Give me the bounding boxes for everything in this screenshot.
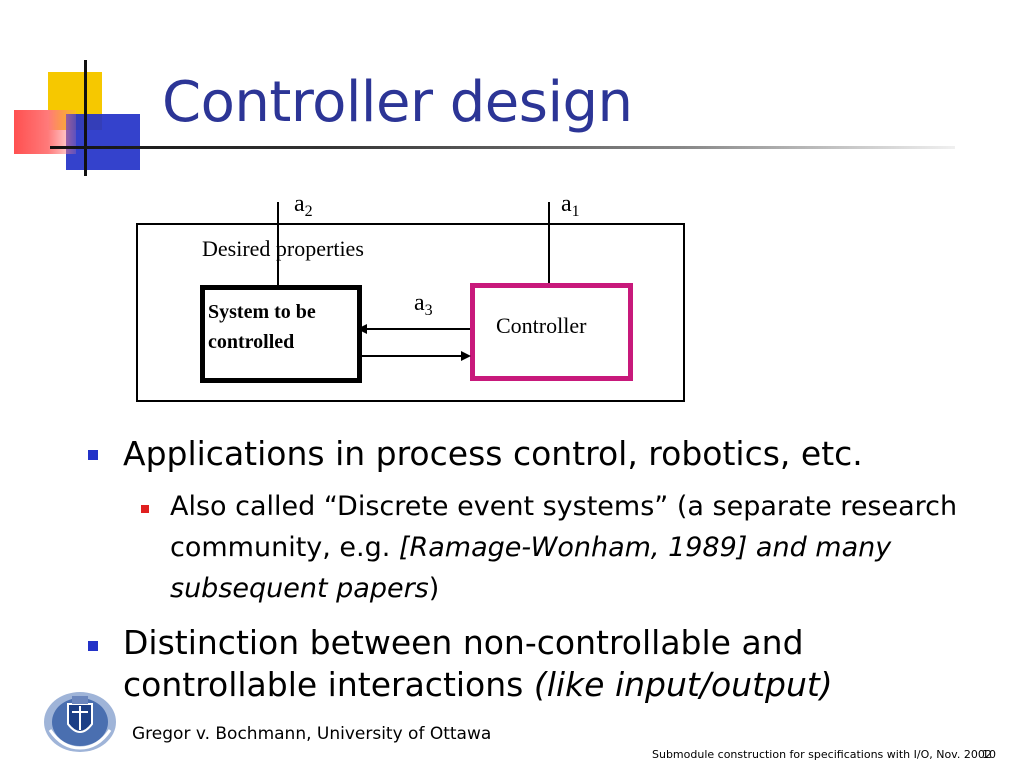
label-a2: a2 bbox=[294, 191, 313, 220]
sub-bullet-square-icon bbox=[141, 505, 149, 513]
footer-author: Gregor v. Bochmann, University of Ottawa bbox=[132, 724, 492, 744]
bullet-2-text: Also called “Discrete event systems” (a … bbox=[170, 491, 958, 604]
label-a1: a1 bbox=[561, 191, 580, 220]
decor-vertical-line bbox=[84, 60, 87, 176]
controller-box: Controller bbox=[470, 283, 633, 381]
desired-properties-label: Desired properties bbox=[202, 236, 364, 261]
system-to-be-controlled-box: System to be controlled bbox=[200, 285, 362, 383]
title-underline bbox=[50, 146, 955, 149]
a2-line bbox=[277, 202, 279, 287]
bullet-square-icon bbox=[88, 450, 98, 460]
system-label-line1: System to be bbox=[208, 301, 316, 323]
bullet-3-text: Distinction between non-controllable and… bbox=[123, 623, 833, 704]
page-number: 10 bbox=[982, 748, 996, 761]
slide-title: Controller design bbox=[162, 70, 633, 135]
footer-course: Submodule construction for specification… bbox=[652, 748, 992, 761]
arrowhead-right-icon bbox=[461, 351, 471, 361]
a1-line bbox=[548, 202, 550, 285]
arrowhead-left-icon bbox=[357, 324, 367, 334]
controller-label: Controller bbox=[496, 313, 587, 338]
interaction-arrows bbox=[357, 324, 471, 361]
decor-blue-square bbox=[66, 114, 140, 170]
desired-properties-box bbox=[136, 223, 685, 402]
bullet-square-icon bbox=[88, 641, 98, 651]
system-label-line2: controlled bbox=[208, 331, 295, 353]
university-crest-logo bbox=[44, 692, 116, 752]
bullet-1-text: Applications in process control, robotic… bbox=[123, 434, 863, 473]
label-a3: a3 bbox=[414, 290, 433, 319]
